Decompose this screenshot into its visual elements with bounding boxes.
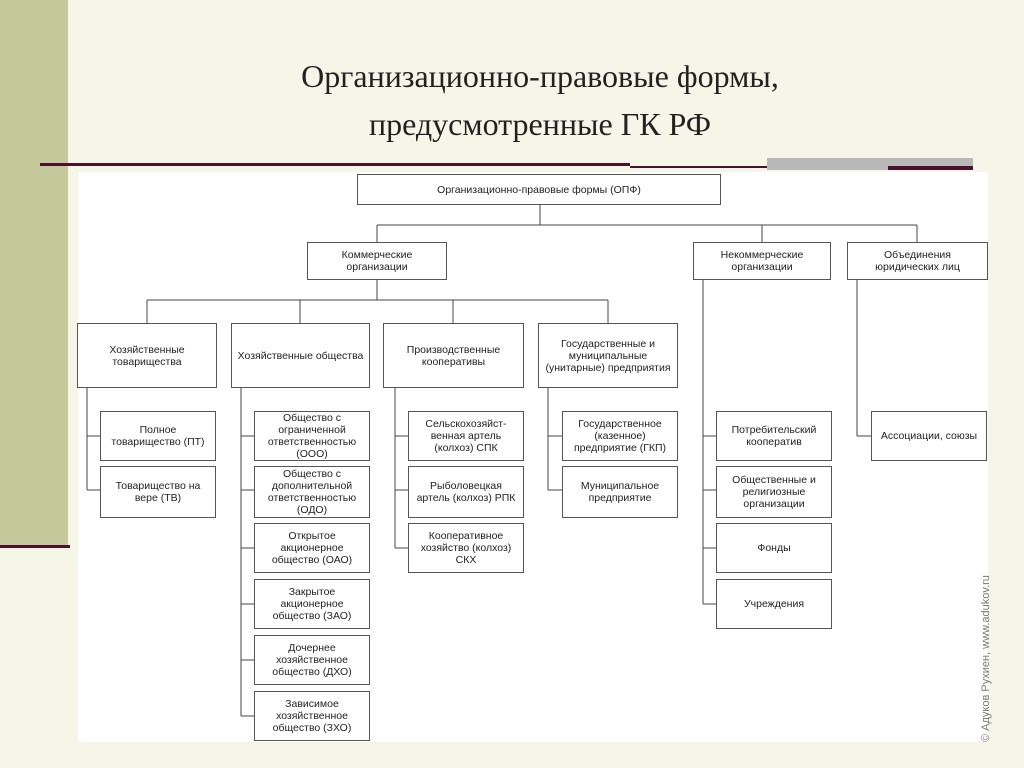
node-spk: Сельскохозяйст-венная артель (колхоз) СП… — [408, 411, 524, 461]
node-associations: Объединения юридических лиц — [847, 242, 988, 280]
node-zao: Закрытое акционерное общество (ЗАО) — [254, 579, 370, 629]
node-consumer-coop: Потребительский кооператив — [716, 411, 832, 461]
diagram-canvas — [78, 172, 988, 742]
node-mp: Муниципальное предприятие — [562, 466, 678, 518]
title-rule-accent — [888, 166, 973, 170]
node-funds: Фонды — [716, 523, 832, 573]
node-institutions: Учреждения — [716, 579, 832, 629]
node-root: Организационно-правовые формы (ОПФ) — [357, 174, 721, 205]
node-oao: Открытое акционерное общество (ОАО) — [254, 523, 370, 573]
node-cooperatives: Производственные кооперативы — [383, 323, 524, 388]
node-limited-partnership: Товарищество на вере (ТВ) — [100, 466, 216, 518]
node-partnerships: Хозяйственные товарищества — [77, 323, 217, 388]
title-rule — [40, 163, 630, 166]
node-commercial: Коммерческие организации — [307, 242, 447, 280]
node-zho: Зависимое хозяйственное общество (ЗХО) — [254, 691, 370, 741]
title-rule-thin — [630, 166, 890, 168]
title-line-1: Организационно-правовые формы, — [301, 58, 779, 94]
node-odo: Общество с дополнительной ответственност… — [254, 466, 370, 518]
node-noncommercial: Некоммерческие организации — [693, 242, 831, 280]
node-rpk: Рыболовецкая артель (колхоз) РПК — [408, 466, 524, 518]
slide-title: Организационно-правовые формы, предусмот… — [180, 52, 900, 148]
node-skh: Кооперативное хозяйство (колхоз) СКХ — [408, 523, 524, 573]
left-decor-line — [0, 545, 70, 548]
node-gkp: Государственное (казенное) предприятие (… — [562, 411, 678, 461]
watermark: © Адуков Рухиен, www.adukov.ru — [980, 575, 992, 742]
node-full-partnership: Полное товарищество (ПТ) — [100, 411, 216, 461]
node-public-religious: Общественные и религиозные организации — [716, 466, 832, 518]
node-dho: Дочернее хозяйственное общество (ДХО) — [254, 635, 370, 685]
node-assoc-unions: Ассоциации, союзы — [871, 411, 987, 461]
node-ooo: Общество с ограниченной ответственностью… — [254, 411, 370, 461]
left-decor-band — [0, 0, 68, 545]
node-unitary: Государственные и муниципальные (унитарн… — [538, 323, 678, 388]
node-societies: Хозяйственные общества — [231, 323, 370, 388]
title-line-2: предусмотренные ГК РФ — [368, 106, 712, 142]
